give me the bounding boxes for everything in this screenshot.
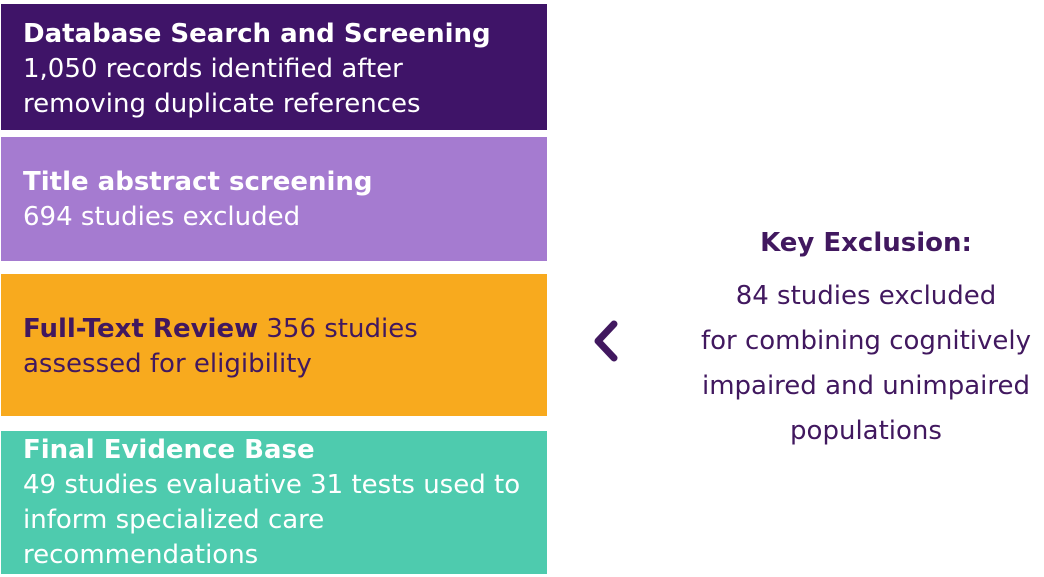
stage-title: Title abstract screening (23, 167, 373, 197)
chevron-left-icon (594, 320, 618, 362)
key-exclusion-line: for combining cognitively (700, 326, 1032, 356)
key-exclusion-panel: Key Exclusion: 84 studies excluded for c… (680, 222, 1044, 454)
stage-description: 694 studies excluded (23, 202, 301, 232)
stage-full-text-review: Full-Text Review 356 studies assessed fo… (1, 274, 547, 416)
stage-final-evidence-base: Final Evidence Base 49 studies evaluativ… (1, 431, 547, 574)
stage-title: Final Evidence Base (23, 435, 315, 465)
key-exclusion-text: 84 studies excluded for combining cognit… (680, 274, 1044, 454)
key-exclusion-line: impaired and unimpaired (701, 371, 1031, 401)
stage-title: Full-Text Review (23, 314, 259, 344)
stage-title-abstract-screening: Title abstract screening 694 studies exc… (1, 137, 547, 261)
stage-description: 356 studies assessed for eligibility (23, 314, 427, 379)
key-exclusion-title: Key Exclusion: (760, 228, 972, 258)
key-exclusion-line: populations (790, 416, 942, 446)
stage-title: Database Search and Screening (23, 19, 491, 49)
stage-database-search: Database Search and Screening 1,050 reco… (1, 4, 547, 130)
stage-description: 1,050 records identified after removing … (23, 54, 421, 119)
stage-description: 49 studies evaluative 31 tests used to i… (23, 470, 521, 570)
key-exclusion-line: 84 studies excluded (735, 281, 997, 311)
